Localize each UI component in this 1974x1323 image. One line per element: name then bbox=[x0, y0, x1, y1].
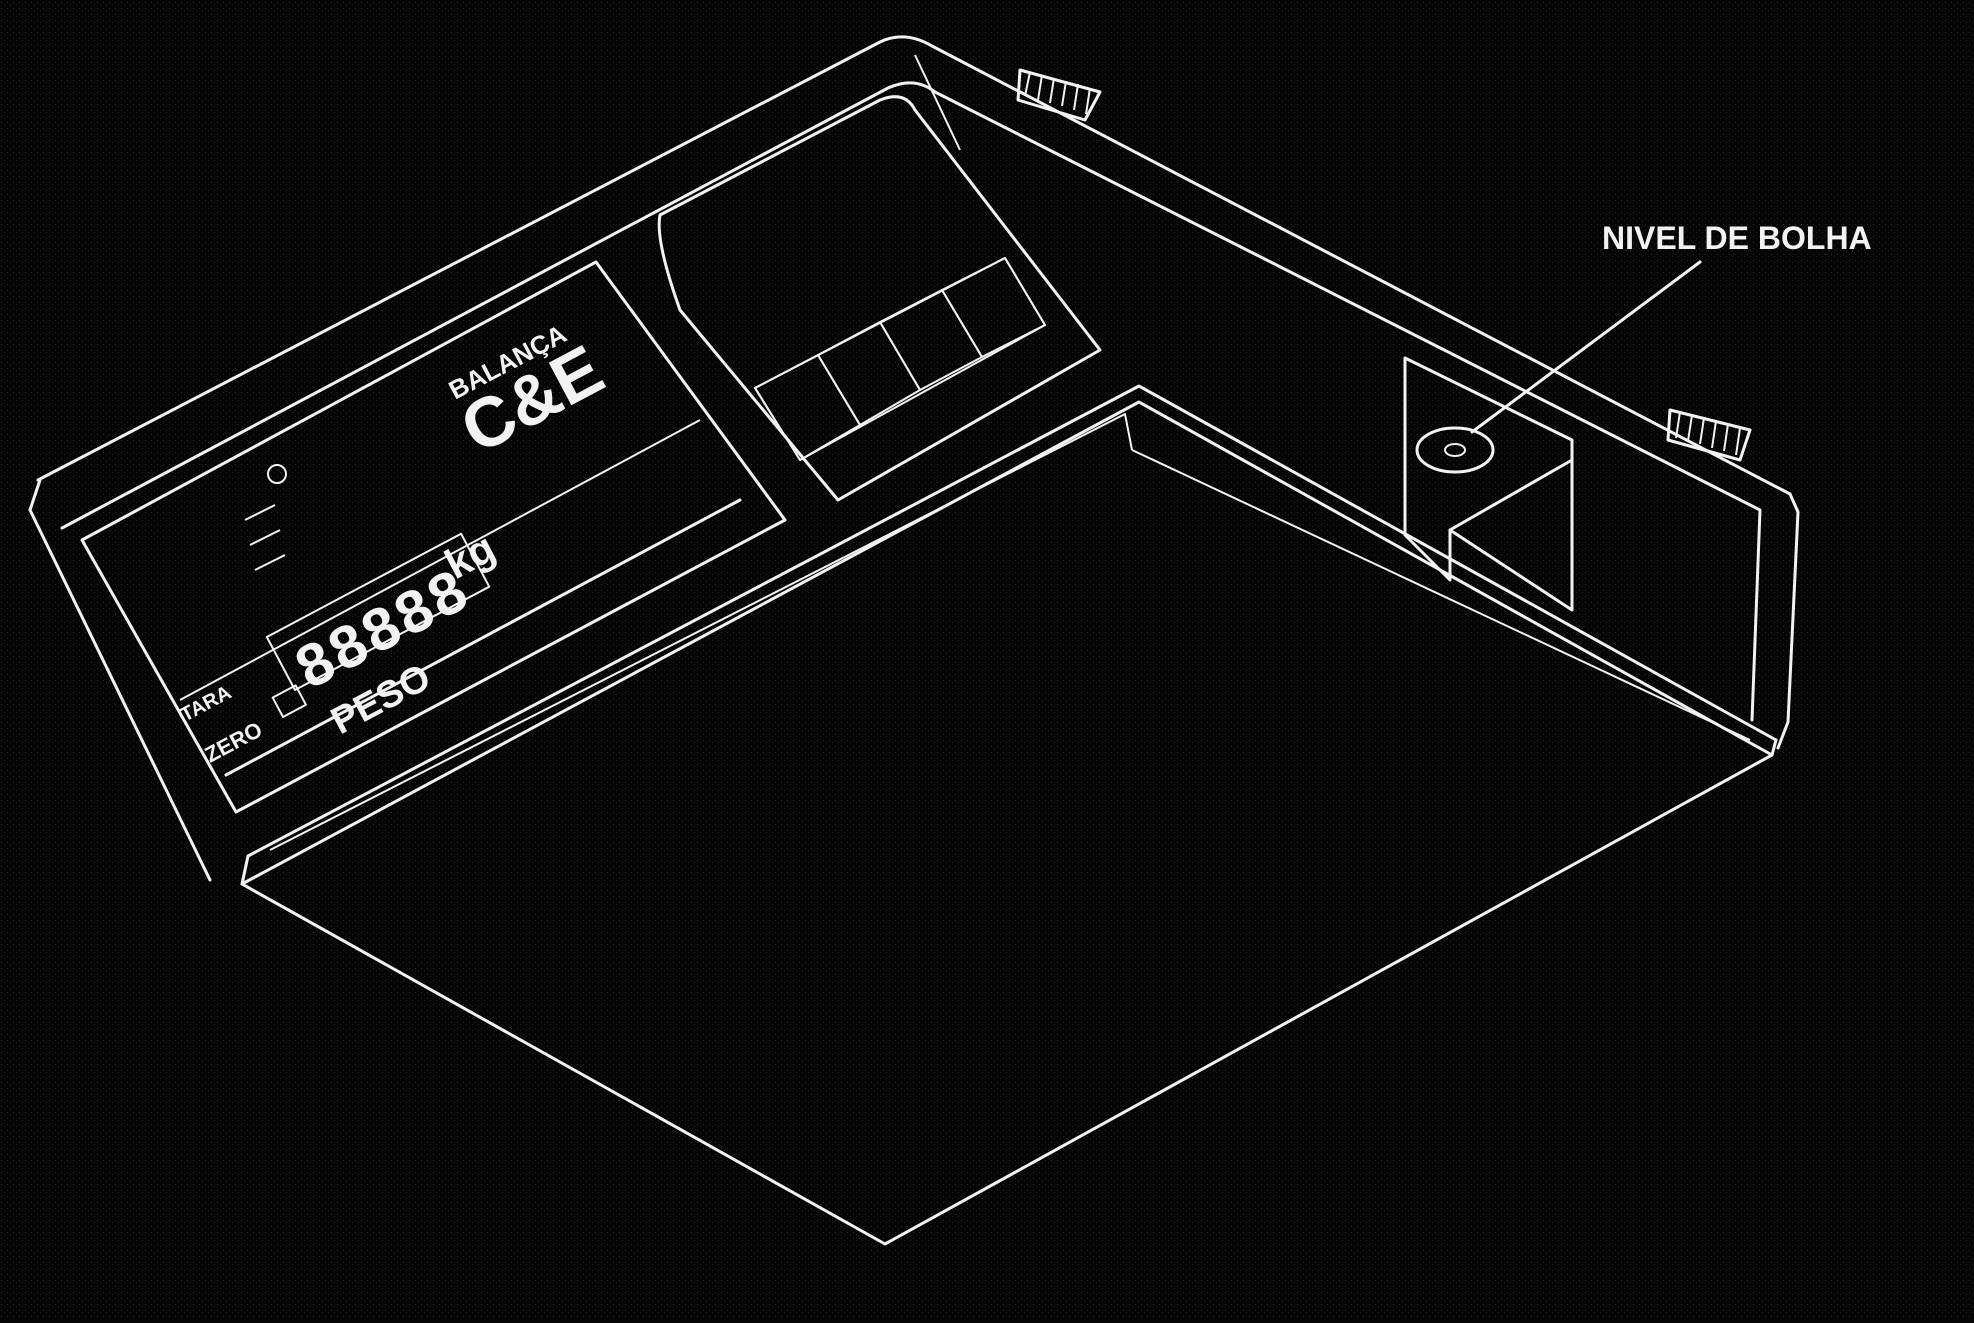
keypad-keys bbox=[754, 257, 1046, 461]
leveling-foot-back[interactable] bbox=[1016, 68, 1102, 122]
key-4[interactable] bbox=[941, 257, 1046, 358]
zero-indicator bbox=[271, 684, 307, 718]
bubble-level-vial bbox=[1415, 426, 1495, 474]
leveling-foot-right[interactable] bbox=[1666, 408, 1752, 462]
keypad-panel bbox=[657, 95, 1102, 502]
callout-label: NIVEL DE BOLHA bbox=[1602, 220, 1872, 256]
indicator-circle bbox=[267, 464, 287, 484]
housing bbox=[28, 35, 1800, 882]
weighing-platform bbox=[240, 384, 1778, 1246]
bubble-level bbox=[1403, 260, 1702, 612]
callout-line bbox=[1470, 260, 1702, 434]
